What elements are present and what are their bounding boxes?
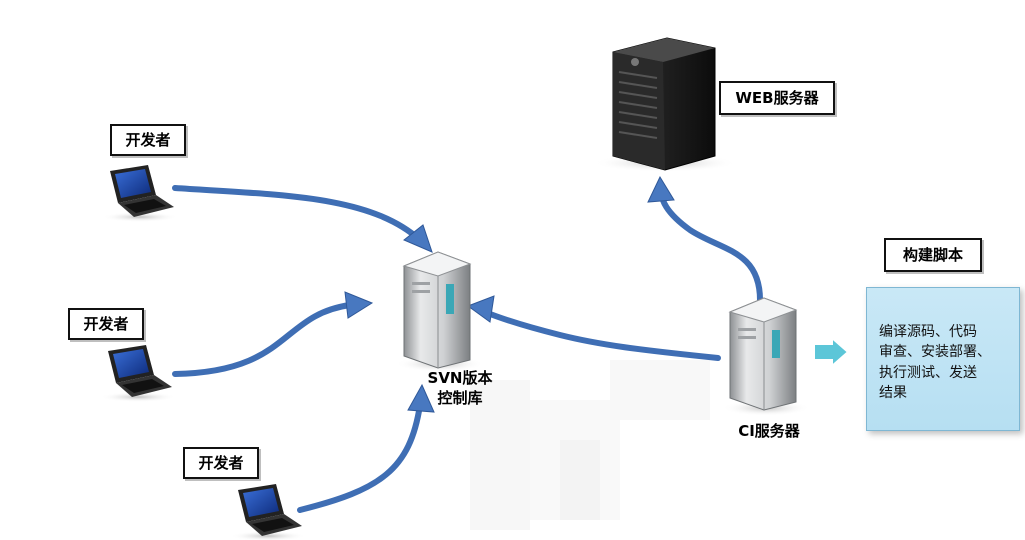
build-script-line: 审查、安装部署、 [879,344,991,361]
web-server-label: WEB服务器 [719,81,835,115]
background-blur [470,360,710,530]
ci-server-label: CI服务器 [738,422,800,440]
laptop-icon [102,165,178,222]
arrow-ci-to-svn [466,295,721,361]
developer-label-mid: 开发者 [68,308,144,340]
server-icon [722,297,810,416]
svn-label-line1: SVN版本 [427,369,493,387]
build-script-title: 构建脚本 [884,238,982,272]
developer-label-bottom: 开发者 [183,447,259,479]
build-script-line: 结果 [879,384,907,401]
arrow-dev2-to-svn [172,291,374,377]
arrow-ci-to-web [647,175,763,303]
svn-repository-label: SVN版本 控制库 [408,368,512,409]
arrow-dev3-to-svn [297,383,435,513]
build-script-line: 执行测试、发送 [879,364,977,381]
developer-label-top: 开发者 [110,124,186,156]
build-script-box: 编译源码、代码 审查、安装部署、 执行测试、发送 结果 [866,287,1020,431]
svn-label-line2: 控制库 [437,389,483,408]
build-script-line: 编译源码、代码 [879,324,977,340]
server-icon [396,251,484,372]
laptop-icon [230,484,306,540]
right-arrow-icon [813,335,850,369]
arrow-dev1-to-svn [172,185,433,253]
laptop-icon [100,345,176,402]
tower-server-icon [593,37,737,172]
